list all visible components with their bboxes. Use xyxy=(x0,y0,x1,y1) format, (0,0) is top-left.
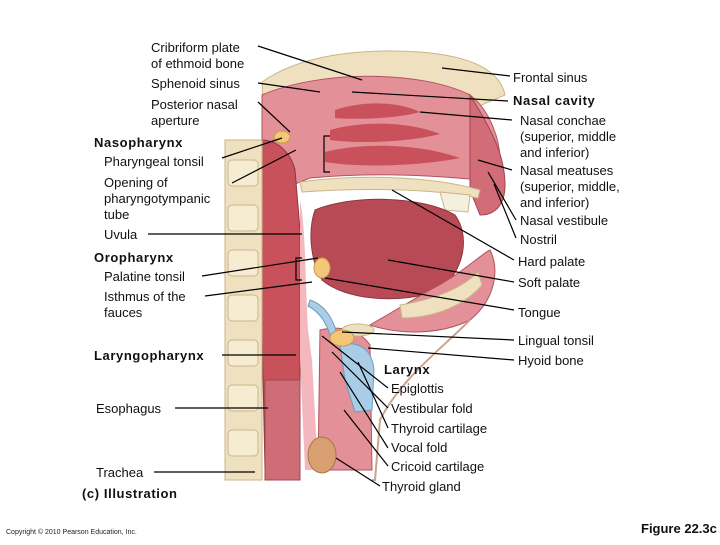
label-illustration: (c) Illustration xyxy=(82,486,178,501)
label-thyroid-gland: Thyroid gland xyxy=(382,479,461,494)
leader-lingual-tonsil xyxy=(341,331,515,341)
middle-concha xyxy=(330,123,440,142)
label-oropharynx: Oropharynx xyxy=(94,250,174,265)
leader-cricoid xyxy=(343,409,389,467)
leader-lines xyxy=(148,45,517,487)
leader-nasal-cavity-1 xyxy=(351,91,509,102)
vertebra-5 xyxy=(227,339,259,367)
label-uvula: Uvula xyxy=(104,227,138,242)
label-nasal-meatuses: Nasal meatuses (superior, middle, and in… xyxy=(520,163,620,210)
leader-vestibular xyxy=(331,351,389,409)
superior-concha xyxy=(335,103,420,119)
soft-palate-bracket xyxy=(295,257,302,281)
nasal-cavity-bracket xyxy=(323,135,330,173)
leader-epiglottis xyxy=(321,335,389,389)
lingual-tonsil-shape xyxy=(329,329,355,347)
neck-skin xyxy=(372,319,471,481)
esophagus-tube xyxy=(264,379,301,481)
label-opening-pharyngotympanic-tube: Opening of pharyngotympanic tube xyxy=(104,175,211,222)
leader-tongue xyxy=(324,277,515,311)
leader-soft-palate xyxy=(387,259,515,283)
leader-pharyngeal-tonsil xyxy=(221,137,283,159)
label-vestibular-fold: Vestibular fold xyxy=(391,401,473,416)
inferior-concha xyxy=(325,145,460,166)
label-sphenoid-sinus: Sphenoid sinus xyxy=(151,76,240,91)
vertebra-3 xyxy=(227,249,259,277)
leader-nasal-meatuses xyxy=(477,159,513,171)
leader-posterior-nasal xyxy=(257,101,291,133)
label-lingual-tonsil: Lingual tonsil xyxy=(518,333,594,348)
pharyngeal-tonsil-shape xyxy=(273,130,291,144)
label-nasal-conchae: Nasal conchae (superior, middle and infe… xyxy=(520,113,617,160)
leader-isthmus xyxy=(204,281,313,297)
leader-sphenoid xyxy=(257,82,321,93)
label-nostril: Nostril xyxy=(520,232,557,247)
vertebra-4 xyxy=(227,294,259,322)
vertebra-2 xyxy=(227,204,259,232)
palatine-tonsil-shape xyxy=(313,257,331,279)
label-cribriform-plate: Cribriform plate of ethmoid bone xyxy=(151,40,245,71)
thyroid-gland-shape xyxy=(307,436,337,474)
label-nasopharynx: Nasopharynx xyxy=(94,135,183,150)
leader-nasal-conchae xyxy=(419,111,513,121)
figure-number: Figure 22.3c xyxy=(641,521,717,536)
label-frontal-sinus: Frontal sinus xyxy=(513,70,588,85)
leader-cribriform xyxy=(257,45,363,81)
label-tongue: Tongue xyxy=(518,305,561,320)
mandible-bone xyxy=(399,271,483,319)
label-laryngopharynx: Laryngopharynx xyxy=(94,348,205,363)
label-vocal-fold: Vocal fold xyxy=(391,440,448,455)
leader-thyroid-gland xyxy=(335,457,381,487)
label-hyoid-bone: Hyoid bone xyxy=(518,353,584,368)
vertebra-1 xyxy=(227,159,259,187)
leader-nostril xyxy=(493,183,517,239)
label-soft-palate: Soft palate xyxy=(518,275,581,290)
upper-teeth xyxy=(439,191,471,213)
leader-nasal-vestibule xyxy=(487,171,517,221)
label-posterior-nasal-aperture: Posterior nasal aperture xyxy=(151,97,238,128)
label-palatine-tonsil: Palatine tonsil xyxy=(104,269,185,284)
leader-opening-tube xyxy=(231,149,297,184)
label-cricoid-cartilage: Cricoid cartilage xyxy=(391,459,485,474)
label-nasal-cavity: Nasal cavity xyxy=(513,93,596,108)
label-nasal-vestibule: Nasal vestibule xyxy=(520,213,609,228)
vertebra-6 xyxy=(227,384,259,412)
label-pharyngeal-tonsil: Pharyngeal tonsil xyxy=(104,154,204,169)
copyright-notice: Copyright © 2010 Pearson Education, Inc. xyxy=(6,529,137,536)
leader-hyoid xyxy=(367,347,515,361)
label-thyroid-cartilage: Thyroid cartilage xyxy=(391,421,488,436)
leader-hard-palate xyxy=(391,189,515,261)
leader-frontal-sinus xyxy=(441,67,511,77)
label-epiglottis: Epiglottis xyxy=(391,381,444,396)
label-esophagus: Esophagus xyxy=(96,401,162,416)
leader-thyroid-cartilage xyxy=(357,361,389,429)
hard-palate-shape xyxy=(299,176,481,199)
label-isthmus-of-fauces: Isthmus of the fauces xyxy=(104,289,186,320)
vertebra-7 xyxy=(227,429,259,457)
pharyngeal-lumen xyxy=(300,200,318,470)
label-larynx: Larynx xyxy=(384,362,431,377)
leader-palatine xyxy=(201,257,319,277)
leader-vocal-fold xyxy=(339,371,389,449)
label-trachea: Trachea xyxy=(96,465,144,480)
label-hard-palate: Hard palate xyxy=(518,254,586,269)
